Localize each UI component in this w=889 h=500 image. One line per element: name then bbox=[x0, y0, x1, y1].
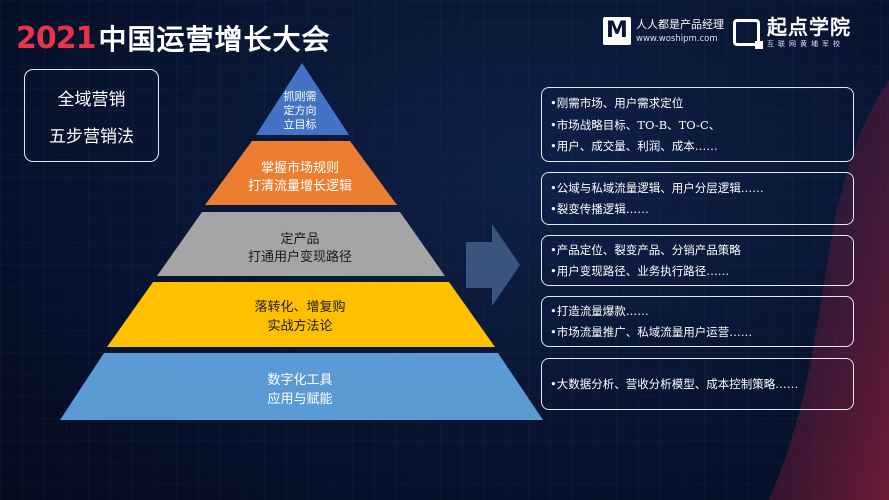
layer-1-line-1: 抓刚需 bbox=[283, 90, 317, 103]
qidian-logo: 起点学院 互联网黄埔军校 bbox=[733, 15, 851, 49]
layer-3-line-1: 定产品 bbox=[280, 232, 320, 247]
panel-1-item: •用户、成交量、利润、成本…… bbox=[550, 138, 718, 153]
pyramid-layer-5-label: 数字化工具 应用与赋能 bbox=[0, 363, 600, 417]
panel-1-item: •刚需市场、用户需求定位 bbox=[550, 96, 684, 111]
page-title: 2021 中国运营增长大会 bbox=[16, 18, 331, 58]
panel-5-item: •大数据分析、营收分析模型、成本控制策略…… bbox=[550, 377, 799, 391]
woshipm-logo-name: 人人都是产品经理 bbox=[636, 18, 724, 31]
panel-2-item: •公域与私域流量逻辑、用户分层逻辑…… bbox=[550, 181, 764, 195]
pyramid-layer-3-shape bbox=[157, 212, 445, 276]
panel-4-item: •打造流量爆款…… bbox=[550, 304, 649, 319]
layer-4-line-2: 实战方法论 bbox=[267, 319, 333, 334]
layer-4-line-1: 落转化、增复购 bbox=[254, 300, 346, 315]
method-label-line1: 全域营销 bbox=[57, 89, 126, 110]
panel-3-item: •用户变现路径、业务执行路径…… bbox=[550, 263, 730, 278]
title-text: 中国运营增长大会 bbox=[98, 23, 331, 56]
layer-1-line-2: 定方向 bbox=[283, 104, 317, 117]
right-arrow-icon bbox=[466, 224, 520, 306]
woshipm-logo-url: www.woshipm.com bbox=[636, 34, 718, 44]
detail-panel-4: •打造流量爆款…… •市场流量推广、私域流量用户运营…… bbox=[541, 296, 854, 347]
woshipm-logo-icon: M bbox=[603, 17, 631, 45]
pyramid-layer-4-label: 落转化、增复购 实战方法论 bbox=[0, 292, 600, 342]
panel-1-item: •市场战略目标、TO-B、TO-C、 bbox=[550, 117, 721, 132]
panel-4-item: •市场流量推广、私域流量用户运营…… bbox=[550, 324, 753, 339]
layer-5-line-1: 数字化工具 bbox=[267, 373, 333, 388]
detail-panel-5: •大数据分析、营收分析模型、成本控制策略…… bbox=[541, 358, 854, 410]
method-label-box: 全域营销 五步营销法 bbox=[24, 69, 159, 162]
pyramid-layer-2-shape bbox=[205, 141, 397, 205]
decorative-swoosh bbox=[769, 80, 889, 500]
layer-1-line-3: 立目标 bbox=[283, 118, 317, 131]
qidian-logo-icon bbox=[733, 18, 763, 49]
method-label-line2: 五步营销法 bbox=[49, 126, 134, 147]
panel-2-item: •裂变传播逻辑…… bbox=[550, 202, 649, 216]
detail-panel-2: •公域与私域流量逻辑、用户分层逻辑…… •裂变传播逻辑…… bbox=[541, 172, 854, 225]
qidian-logo-name: 起点学院 bbox=[767, 15, 851, 39]
detail-panel-3: •产品定位、裂变产品、分销产品策略 •用户变现路径、业务执行路径…… bbox=[541, 235, 854, 286]
pyramid-layer-5-shape bbox=[60, 353, 543, 420]
panel-3-item: •产品定位、裂变产品、分销产品策略 bbox=[550, 243, 741, 258]
pyramid-layer-1-label: 抓刚需 定方向 立目标 bbox=[0, 88, 600, 134]
layer-5-line-2: 应用与赋能 bbox=[267, 392, 333, 407]
woshipm-logo: M 人人都是产品经理 www.woshipm.com bbox=[603, 17, 724, 45]
pyramid-layer-2-label: 掌握市场规则 打清流量增长逻辑 bbox=[0, 155, 600, 201]
layer-2-line-2: 打清流量增长逻辑 bbox=[247, 179, 352, 194]
layer-2-line-1: 掌握市场规则 bbox=[260, 161, 339, 176]
pyramid-layer-4-shape bbox=[107, 282, 495, 347]
pyramid-layer-1-shape bbox=[256, 63, 349, 135]
pyramid-layer-3-label: 定产品 打通用户变现路径 bbox=[0, 226, 600, 272]
layer-3-line-2: 打通用户变现路径 bbox=[247, 250, 352, 265]
qidian-logo-subtitle: 互联网黄埔军校 bbox=[767, 40, 844, 48]
title-year: 2021 bbox=[16, 20, 96, 56]
detail-panel-1: •刚需市场、用户需求定位 •市场战略目标、TO-B、TO-C、 •用户、成交量、… bbox=[541, 87, 854, 162]
